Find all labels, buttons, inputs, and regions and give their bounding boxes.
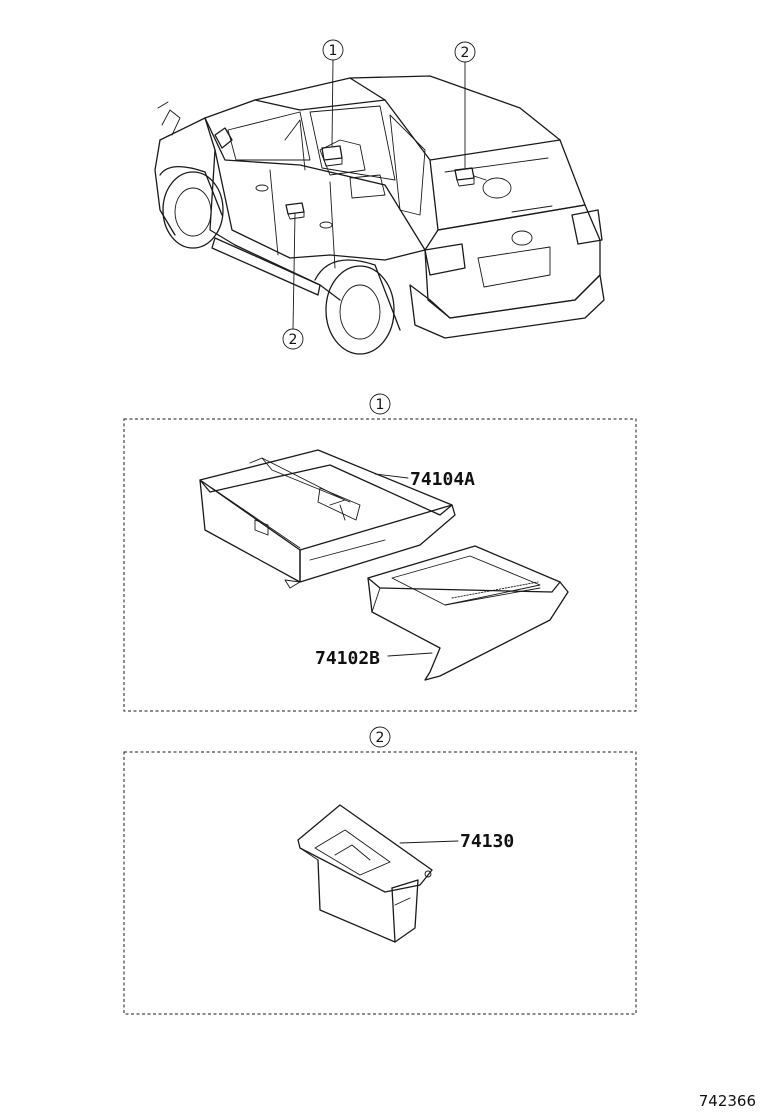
part-number-74102b: 74102B — [315, 648, 380, 669]
receptacle-74130 — [297, 804, 433, 943]
callout-number: 1 — [329, 43, 338, 59]
detail-2-frame — [123, 751, 637, 1015]
detail-2-callout: 2 — [369, 726, 391, 748]
tray-74102b — [367, 545, 569, 681]
callout-number: 2 — [461, 45, 470, 61]
vehicle-overview — [154, 75, 605, 355]
detail-1-callout: 1 — [369, 393, 391, 415]
callout-2-top: 2 — [454, 41, 476, 169]
part-number-74130: 74130 — [460, 831, 514, 852]
callout-2-bottom: 2 — [282, 213, 304, 350]
leader-74104a — [374, 473, 409, 479]
callout-1-top: 1 — [322, 39, 344, 147]
part-number-74104a: 74104A — [410, 469, 475, 490]
callout-number: 2 — [289, 332, 298, 348]
callout-number: 1 — [376, 397, 385, 413]
leader-74102b — [387, 652, 433, 657]
diagram-id: 742366 — [699, 1092, 756, 1110]
detail-1-frame — [123, 418, 637, 712]
leader-74130 — [399, 840, 459, 844]
console-box-74104a — [199, 449, 456, 589]
callout-number: 2 — [376, 730, 385, 746]
